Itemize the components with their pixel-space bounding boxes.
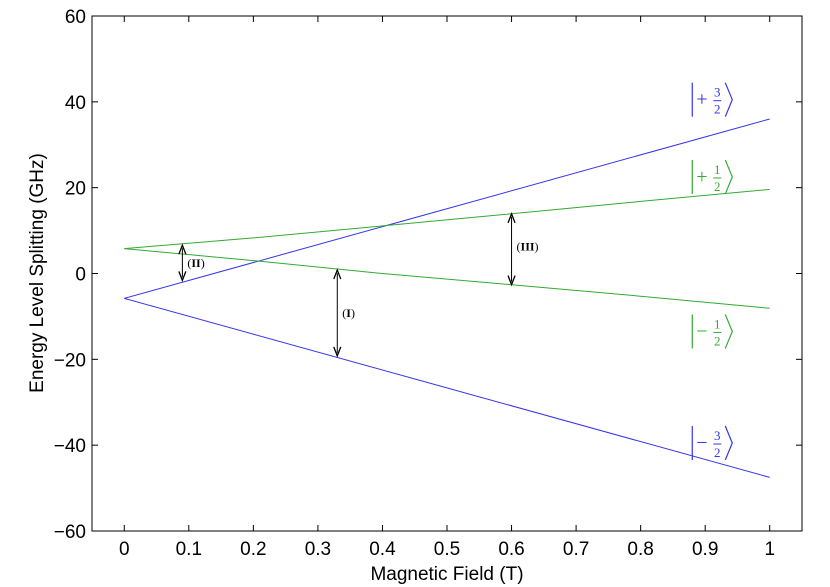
x-tick-label: 0.5 <box>434 539 460 560</box>
x-axis-title: Magnetic Field (T) <box>370 564 523 585</box>
x-tick-label: 0.4 <box>369 539 396 560</box>
y-tick-label: 0 <box>75 265 86 286</box>
ket-angle <box>724 159 733 195</box>
plot-area <box>91 15 803 532</box>
y-tick-label: 60 <box>65 7 86 28</box>
transition-label: (II) <box>187 256 204 270</box>
arrow-head-down <box>333 346 342 358</box>
state-label: −1 2 <box>691 314 733 349</box>
state-sign: − <box>696 432 707 454</box>
state-denominator: 2 <box>714 102 721 117</box>
arrow-head-up <box>178 243 187 255</box>
y-tick-label: −20 <box>54 350 86 371</box>
state-numerator: 3 <box>714 428 721 443</box>
series-line <box>124 118 770 299</box>
state-label: +1 2 <box>691 159 733 195</box>
state-numerator: 3 <box>714 85 721 100</box>
transition-arrows: (II) (I) (III) <box>178 212 539 358</box>
transition-label: (I) <box>342 306 355 320</box>
state-numerator: 1 <box>714 316 721 331</box>
state-labels: +32+12−12−32 <box>691 82 733 461</box>
x-tick-label: 0.1 <box>176 539 202 560</box>
y-tick-label: −40 <box>54 436 86 457</box>
x-tick-label: 0 <box>119 539 130 560</box>
series-lines <box>124 118 770 478</box>
x-tick-label: 1 <box>764 539 775 560</box>
arrow-head-down <box>178 271 187 283</box>
x-tick-label: 0.8 <box>627 539 653 560</box>
state-sign: + <box>696 166 707 188</box>
state-sign: − <box>696 320 707 342</box>
y-tick-label: −60 <box>54 522 86 543</box>
ket-angle <box>724 425 733 461</box>
state-denominator: 2 <box>714 445 721 460</box>
state-numerator: 1 <box>714 162 721 177</box>
state-denominator: 2 <box>714 333 721 348</box>
ket-angle <box>724 82 733 117</box>
x-tick-label: 0.6 <box>498 539 524 560</box>
state-label: +3 2 <box>691 82 733 117</box>
arrow-head-down <box>507 275 516 287</box>
x-tick-label: 0.9 <box>692 539 718 560</box>
series-line <box>124 248 770 309</box>
ket-angle <box>724 314 733 349</box>
transition-label: (III) <box>517 239 539 253</box>
x-tick-label: 0.2 <box>240 539 266 560</box>
x-tick-label: 0.3 <box>305 539 331 560</box>
arrow-head-up <box>333 268 342 280</box>
state-label: −3 2 <box>691 425 733 461</box>
arrow-head-up <box>507 212 516 224</box>
state-sign: + <box>696 89 707 111</box>
y-tick-label: 40 <box>65 93 86 114</box>
y-tick-label: 20 <box>65 179 86 200</box>
y-axis-title: Energy Level Splitting (GHz) <box>27 153 48 393</box>
series-line <box>124 297 770 478</box>
x-tick-label: 0.7 <box>563 539 589 560</box>
state-denominator: 2 <box>714 179 721 194</box>
series-line <box>124 188 770 250</box>
